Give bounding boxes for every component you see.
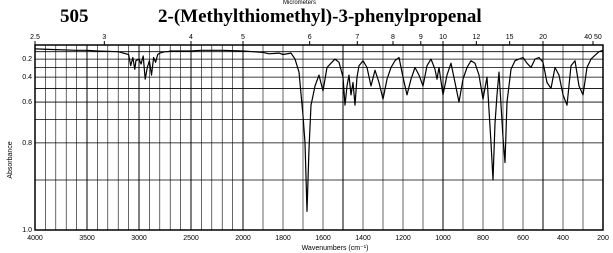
y-axis-label: Absorbance xyxy=(7,141,14,178)
x-tick-label: 600 xyxy=(517,235,529,242)
x-tick-label: 4000 xyxy=(27,235,43,242)
top-axis-ticks: 2.5 3 4 5 6 7 8 9 10 12 15 20 40 50 xyxy=(30,34,602,45)
top-tick-label: 2.5 xyxy=(30,34,40,41)
top-tick-label: 12 xyxy=(472,34,480,41)
x-axis-label: Wavenumbers (cm⁻¹) xyxy=(302,245,369,252)
top-tick-label: 6 xyxy=(308,34,312,41)
plot-frame xyxy=(34,44,604,231)
top-tick-label: 4 xyxy=(189,34,193,41)
top-tick-label: 40 50 xyxy=(584,34,602,41)
spectrum-trace xyxy=(34,48,604,212)
top-axis-label: Micrometers xyxy=(283,0,317,6)
y-tick-label: 1.0 xyxy=(22,227,32,234)
y-tick-label: 0.6 xyxy=(22,99,32,106)
x-tick-label: 400 xyxy=(557,235,569,242)
y-tick-label: 0.4 xyxy=(22,74,32,81)
x-axis-ticks: 4000 3500 3000 2500 2000 1800 1600 1400 1200 1000… xyxy=(27,235,609,242)
chart-title: 2-(Methylthiomethyl)-3-phenylpropenal xyxy=(158,6,482,27)
x-tick-label: 1200 xyxy=(395,235,411,242)
x-tick-label: 1600 xyxy=(315,235,331,242)
y-tick-label: 0.2 xyxy=(22,56,32,63)
x-tick-label: 3500 xyxy=(79,235,95,242)
top-tick-label: 3 xyxy=(102,34,106,41)
top-tick-label: 5 xyxy=(241,34,245,41)
x-tick-label: 1400 xyxy=(355,235,371,242)
y-axis-ticks: 0.2 0.4 0.6 0.8 1.0 xyxy=(22,56,32,234)
top-tick-label: 9 xyxy=(419,34,423,41)
x-tick-label: 2000 xyxy=(235,235,251,242)
x-tick-label: 1000 xyxy=(435,235,451,242)
top-tick-label: 20 xyxy=(539,34,547,41)
x-tick-label: 200 xyxy=(597,235,609,242)
compound-number: 505 xyxy=(60,6,89,27)
top-tick-label: 15 xyxy=(506,34,514,41)
x-tick-label: 1800 xyxy=(275,235,291,242)
top-tick-label: 10 xyxy=(439,34,447,41)
x-tick-label: 800 xyxy=(477,235,489,242)
y-tick-label: 0.8 xyxy=(22,140,32,147)
chart-grid xyxy=(35,45,603,230)
top-tick-label: 7 xyxy=(355,34,359,41)
x-tick-label: 2500 xyxy=(183,235,199,242)
x-tick-label: 3000 xyxy=(131,235,147,242)
top-tick-label: 8 xyxy=(391,34,395,41)
